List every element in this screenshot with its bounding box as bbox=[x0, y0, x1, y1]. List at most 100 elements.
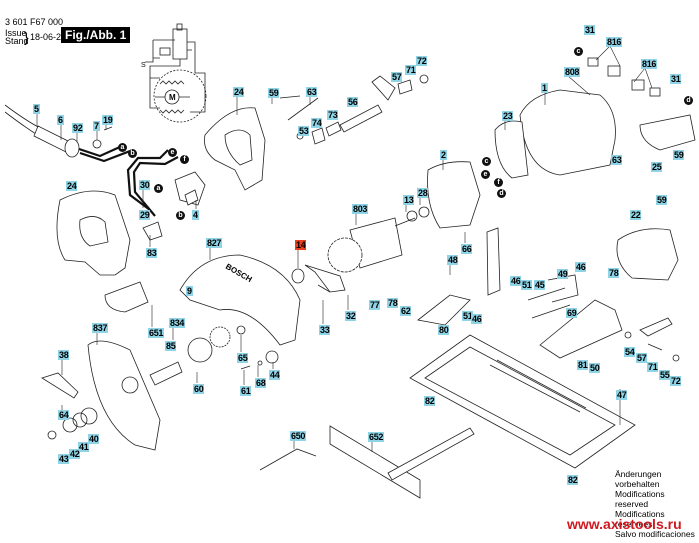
callout-44[interactable]: 44 bbox=[269, 370, 281, 380]
leader-lines bbox=[36, 45, 653, 452]
callout-85[interactable]: 85 bbox=[165, 341, 177, 351]
callout-1[interactable]: 1 bbox=[541, 83, 548, 93]
website-link[interactable]: www.axistools.ru bbox=[567, 516, 682, 532]
callout-62[interactable]: 62 bbox=[400, 306, 412, 316]
ball-bearing-14 bbox=[291, 268, 305, 284]
callout-63[interactable]: 63 bbox=[611, 155, 623, 165]
callout-78[interactable]: 78 bbox=[387, 298, 399, 308]
lever-38 bbox=[41, 372, 79, 399]
depth-adjust-parts bbox=[279, 74, 429, 145]
connector-f: f bbox=[180, 155, 189, 164]
callout-650[interactable]: 650 bbox=[290, 431, 307, 441]
callout-4[interactable]: 4 bbox=[192, 210, 199, 220]
callout-43[interactable]: 43 bbox=[58, 454, 70, 464]
wire-30 bbox=[126, 149, 169, 211]
callout-23[interactable]: 23 bbox=[502, 111, 514, 121]
callout-40[interactable]: 40 bbox=[88, 434, 100, 444]
callout-59[interactable]: 59 bbox=[268, 88, 280, 98]
callout-816[interactable]: 816 bbox=[641, 59, 658, 69]
callout-63[interactable]: 63 bbox=[306, 87, 318, 97]
callout-14[interactable]: 14 bbox=[295, 240, 307, 250]
callout-66[interactable]: 66 bbox=[461, 244, 473, 254]
callout-5[interactable]: 5 bbox=[33, 104, 40, 114]
callout-74[interactable]: 74 bbox=[311, 118, 323, 128]
callout-9[interactable]: 9 bbox=[186, 286, 193, 296]
issue-date: 18-06-20 bbox=[30, 32, 67, 42]
callout-827[interactable]: 827 bbox=[206, 238, 223, 248]
callout-92[interactable]: 92 bbox=[72, 123, 84, 133]
callout-816[interactable]: 816 bbox=[606, 37, 623, 47]
callout-71[interactable]: 71 bbox=[647, 362, 659, 372]
callout-33[interactable]: 33 bbox=[319, 325, 331, 335]
callout-24[interactable]: 24 bbox=[66, 181, 78, 191]
callout-652[interactable]: 652 bbox=[368, 432, 385, 442]
callout-82[interactable]: 82 bbox=[424, 396, 436, 406]
callout-50[interactable]: 50 bbox=[589, 363, 601, 373]
callout-57[interactable]: 57 bbox=[391, 72, 403, 82]
callout-53[interactable]: 53 bbox=[298, 126, 310, 136]
callout-81[interactable]: 81 bbox=[577, 360, 589, 370]
callout-19[interactable]: 19 bbox=[102, 115, 114, 125]
callout-834[interactable]: 834 bbox=[169, 318, 186, 328]
callout-2[interactable]: 2 bbox=[440, 150, 447, 160]
callout-56[interactable]: 56 bbox=[347, 97, 359, 107]
callout-51[interactable]: 51 bbox=[462, 311, 474, 321]
callout-77[interactable]: 77 bbox=[369, 300, 381, 310]
callout-59[interactable]: 59 bbox=[656, 195, 668, 205]
callout-38[interactable]: 38 bbox=[58, 350, 70, 360]
callout-41[interactable]: 41 bbox=[78, 442, 90, 452]
callout-72[interactable]: 72 bbox=[416, 56, 428, 66]
callout-32[interactable]: 32 bbox=[345, 311, 357, 321]
callout-55[interactable]: 55 bbox=[659, 370, 671, 380]
callout-69[interactable]: 69 bbox=[566, 308, 578, 318]
callout-64[interactable]: 64 bbox=[58, 410, 70, 420]
callout-808[interactable]: 808 bbox=[564, 67, 581, 77]
blower-cover-22 bbox=[616, 228, 679, 281]
callout-71[interactable]: 71 bbox=[405, 65, 417, 75]
callout-48[interactable]: 48 bbox=[447, 255, 459, 265]
callout-837[interactable]: 837 bbox=[92, 323, 109, 333]
callout-24[interactable]: 24 bbox=[233, 87, 245, 97]
callout-73[interactable]: 73 bbox=[327, 110, 339, 120]
callout-54[interactable]: 54 bbox=[624, 347, 636, 357]
blade-guard-827 bbox=[179, 254, 301, 346]
callout-83[interactable]: 83 bbox=[146, 248, 158, 258]
callout-72[interactable]: 72 bbox=[670, 376, 682, 386]
connector-b: b bbox=[176, 211, 185, 220]
callout-46[interactable]: 46 bbox=[575, 262, 587, 272]
callout-46[interactable]: 46 bbox=[510, 276, 522, 286]
callout-803[interactable]: 803 bbox=[352, 204, 369, 214]
callout-31[interactable]: 31 bbox=[670, 74, 682, 84]
callout-57[interactable]: 57 bbox=[636, 353, 648, 363]
callout-59[interactable]: 59 bbox=[673, 150, 685, 160]
callout-49[interactable]: 49 bbox=[557, 269, 569, 279]
connector-e: e bbox=[168, 148, 177, 157]
callout-28[interactable]: 28 bbox=[417, 188, 429, 198]
motor-housing bbox=[519, 89, 616, 176]
callout-651[interactable]: 651 bbox=[148, 328, 165, 338]
callout-68[interactable]: 68 bbox=[255, 378, 267, 388]
callout-13[interactable]: 13 bbox=[403, 195, 415, 205]
callout-30[interactable]: 30 bbox=[139, 180, 151, 190]
callout-65[interactable]: 65 bbox=[237, 353, 249, 363]
callout-78[interactable]: 78 bbox=[608, 268, 620, 278]
callout-31[interactable]: 31 bbox=[584, 25, 596, 35]
callout-51[interactable]: 51 bbox=[521, 280, 533, 290]
callout-46[interactable]: 46 bbox=[471, 314, 483, 324]
callout-47[interactable]: 47 bbox=[616, 390, 628, 400]
connector-d: d bbox=[497, 189, 506, 198]
callout-60[interactable]: 60 bbox=[193, 384, 205, 394]
callout-29[interactable]: 29 bbox=[139, 210, 151, 220]
callout-25[interactable]: 25 bbox=[651, 162, 663, 172]
callout-42[interactable]: 42 bbox=[69, 449, 81, 459]
callout-61[interactable]: 61 bbox=[240, 386, 252, 396]
callout-80[interactable]: 80 bbox=[438, 325, 450, 335]
callout-6[interactable]: 6 bbox=[57, 115, 64, 125]
callout-7[interactable]: 7 bbox=[93, 121, 100, 131]
protective-guard-837 bbox=[87, 340, 161, 451]
handle-top bbox=[204, 107, 266, 191]
callout-45[interactable]: 45 bbox=[534, 280, 546, 290]
callout-82[interactable]: 82 bbox=[567, 475, 579, 485]
callout-22[interactable]: 22 bbox=[630, 210, 642, 220]
